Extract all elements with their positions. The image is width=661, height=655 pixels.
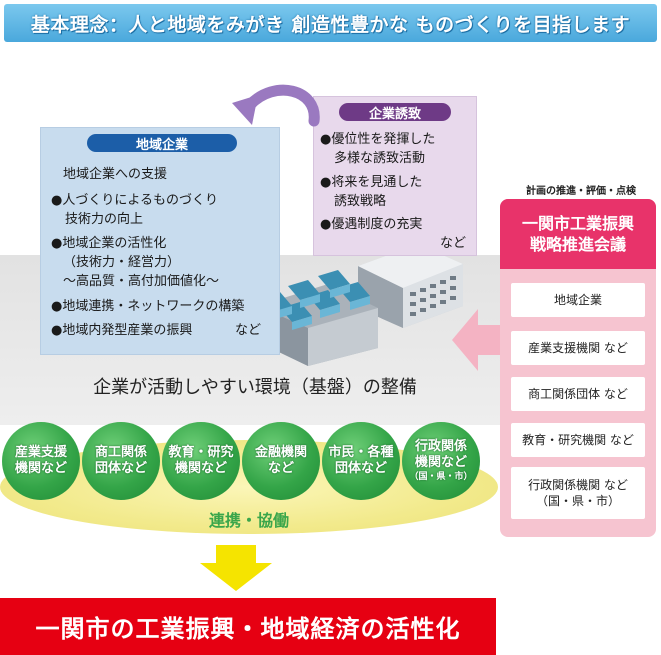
attraction-item-1-line-1: ●優位性を発揮した [320, 132, 436, 147]
partner-circle: 行政関係 機関など （国・県・市） [402, 422, 480, 500]
curved-arrow-icon [232, 84, 320, 127]
partner-circle: 産業支援 機関など [2, 422, 80, 500]
local-item-4-suffix: など [235, 323, 262, 338]
local-support-heading: 地域企業への支援 [63, 167, 168, 182]
council-member-label: 商工関係団体 など [528, 387, 628, 401]
local-companies-panel: 地域企業 地域企業への支援 ●人づくりによるものづくり 技術力の向上 ●地域企業… [40, 127, 280, 355]
attraction-suffix: など [440, 236, 467, 251]
partner-circle: 金融機関 など [242, 422, 320, 500]
partner-line-2: 団体など [334, 461, 387, 476]
council-member: 行政関係機関 など （国・県・市） [511, 467, 645, 519]
council-member-label: 地域企業 [553, 293, 602, 307]
local-item-3: ●地域連携・ネットワークの構築 [51, 299, 245, 314]
partner-circle: 商工関係 団体など [82, 422, 160, 500]
council-member: 産業支援機関 など [511, 331, 645, 365]
partner-line-1: 行政関係 [414, 439, 467, 454]
council-member: 教育・研究機関 など [511, 423, 645, 457]
partner-line-1: 産業支援 [14, 445, 67, 460]
company-attraction-panel: 企業誘致 ●優位性を発揮した 多様な誘致活動 ●将来を見通した 誘致戦略 ●優遇… [313, 96, 477, 256]
council-title-line-1: 一関市工業振興 [521, 214, 634, 233]
philosophy-banner: 基本理念：人と地域をみがき 創造性豊かな ものづくりを目指します [4, 4, 657, 42]
local-item-4: ●地域内発型産業の振興 [51, 323, 193, 338]
goal-banner: 一関市の工業振興・地域経済の活性化 [0, 598, 496, 655]
local-item-2-line-2: （技術力・経営力） [63, 255, 181, 270]
cooperation-label: 連携・協働 [208, 511, 289, 530]
attraction-item-2-line-1: ●将来を見通した [320, 175, 423, 190]
down-arrow-icon [200, 545, 272, 591]
partner-line-2: 機関など [414, 455, 467, 470]
local-item-1-line-2: 技術力の向上 [65, 212, 144, 227]
partner-circle: 市民・各種 団体など [322, 422, 400, 500]
partner-line-2: 機関など [174, 461, 227, 476]
partner-line-2: 機関など [14, 461, 67, 476]
council-arrow-icon [452, 309, 512, 371]
partner-line-1: 市民・各種 [328, 445, 394, 460]
environment-statement: 企業が活動しやすい環境（基盤）の整備 [93, 377, 417, 398]
company-attraction-title: 企業誘致 [339, 103, 451, 122]
planning-label: 計画の推進・評価・点検 [526, 186, 636, 197]
council-member-label: 行政関係機関 など [528, 478, 628, 492]
partner-line-2: 団体など [94, 461, 147, 476]
council-member: 商工関係団体 など [511, 377, 645, 411]
partner-line-1: 商工関係 [94, 445, 147, 460]
council-title-line-2: 戦略推進会議 [529, 235, 626, 254]
local-item-2-line-1: ●地域企業の活性化 [51, 236, 167, 251]
attraction-item-1-line-2: 多様な誘致活動 [334, 151, 426, 166]
attraction-item-2-line-2: 誘致戦略 [334, 194, 387, 209]
local-companies-title: 地域企業 [87, 134, 237, 153]
local-item-1-line-1: ●人づくりによるものづくり [51, 193, 218, 208]
local-item-2-line-3: ～高品質・高付加価値化～ [63, 274, 220, 289]
attraction-item-3: ●優遇制度の充実 [320, 217, 423, 232]
partner-line-1: 金融機関 [254, 445, 307, 460]
partner-line-2: など [267, 461, 294, 476]
council-member-label: 教育・研究機関 など [522, 433, 634, 447]
council-member-sublabel: （国・県・市） [535, 494, 620, 508]
council-member-label: 産業支援機関 など [528, 341, 628, 355]
factory-buildings-illustration [258, 244, 463, 366]
partner-line-1: 教育・研究 [168, 445, 234, 460]
partner-sub: （国・県・市） [409, 472, 473, 482]
partner-circle: 教育・研究 機関など [162, 422, 240, 500]
council-member: 地域企業 [511, 283, 645, 317]
council-title: 一関市工業振興 戦略推進会議 [500, 199, 656, 269]
